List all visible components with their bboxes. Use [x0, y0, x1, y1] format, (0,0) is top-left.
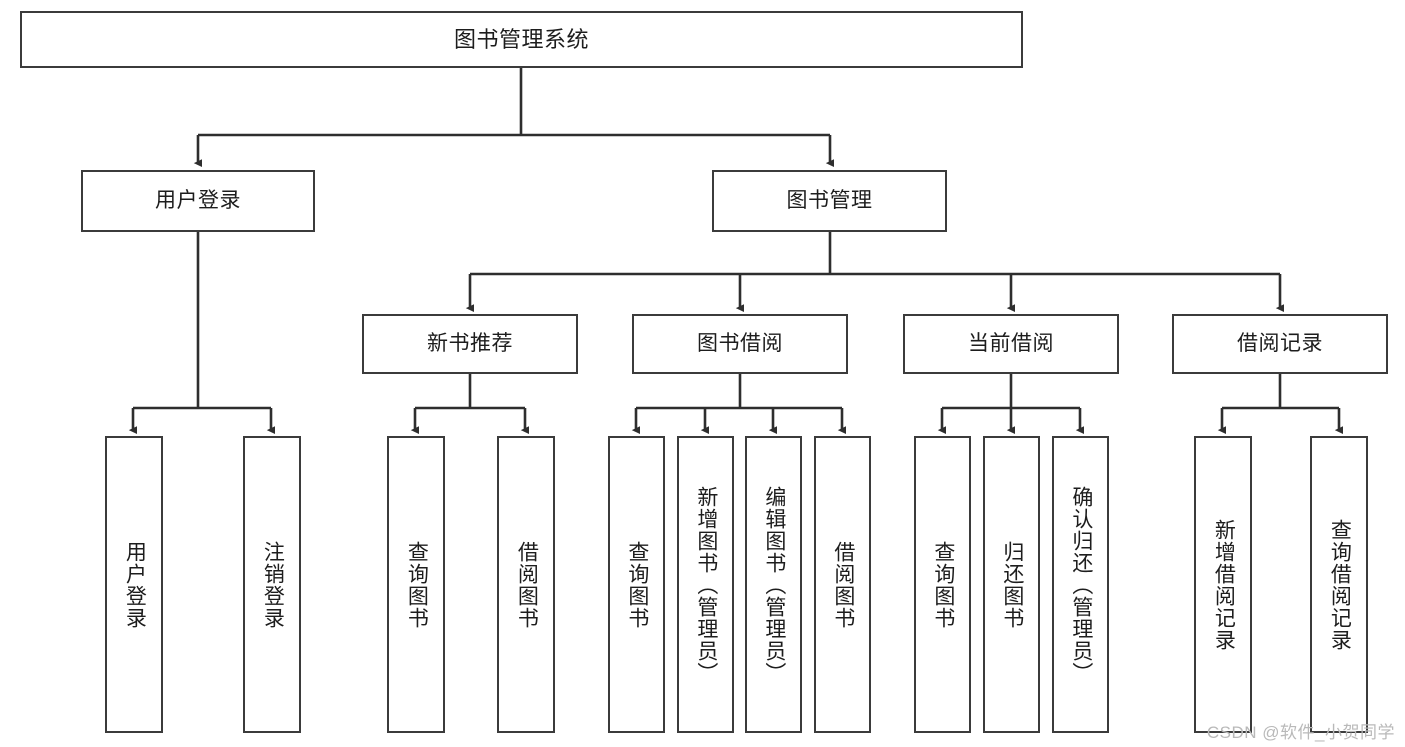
leaf-logout[interactable]: 注销登录 [243, 436, 301, 733]
leaf-add-borrow-record[interactable]: 新增借阅记录 [1194, 436, 1252, 733]
leaf-query-book-borrow[interactable]: 查询图书 [608, 436, 665, 733]
node-label: 借阅图书 [515, 540, 539, 629]
leaf-confirm-return-admin[interactable]: 确认归还（管理员） [1052, 436, 1109, 733]
node-borrow-record[interactable]: 借阅记录 [1172, 314, 1388, 374]
leaf-add-book-admin[interactable]: 新增图书（管理员） [677, 436, 734, 733]
leaf-query-borrow-record[interactable]: 查询借阅记录 [1310, 436, 1368, 733]
leaf-edit-book-admin[interactable]: 编辑图书（管理员） [745, 436, 802, 733]
node-label: 新书推荐 [427, 331, 513, 355]
leaf-return-book[interactable]: 归还图书 [983, 436, 1040, 733]
node-label: 图书管理 [786, 188, 873, 212]
node-label: 编辑图书（管理员） [762, 485, 786, 684]
node-label: 新增图书（管理员） [694, 485, 718, 684]
node-book-borrow[interactable]: 图书借阅 [632, 314, 848, 374]
node-label: 查询借阅记录 [1328, 518, 1352, 651]
leaf-query-book-recommend[interactable]: 查询图书 [387, 436, 445, 733]
node-label: 借阅图书 [831, 540, 855, 629]
node-root-system[interactable]: 图书管理系统 [20, 11, 1023, 68]
node-label: 用户登录 [123, 540, 147, 629]
node-user-login[interactable]: 用户登录 [81, 170, 315, 232]
node-label: 图书借阅 [697, 331, 783, 355]
node-label: 查询图书 [625, 540, 649, 629]
node-label: 新增借阅记录 [1212, 518, 1236, 651]
leaf-borrow-book[interactable]: 借阅图书 [814, 436, 871, 733]
node-new-book-recommend[interactable]: 新书推荐 [362, 314, 578, 374]
leaf-user-login[interactable]: 用户登录 [105, 436, 163, 733]
node-label: 查询图书 [405, 540, 429, 629]
node-book-management[interactable]: 图书管理 [712, 170, 947, 232]
node-label: 注销登录 [261, 540, 285, 629]
node-label: 用户登录 [155, 188, 241, 212]
node-label: 当前借阅 [968, 331, 1054, 355]
node-label: 归还图书 [1000, 540, 1024, 629]
leaf-borrow-book-recommend[interactable]: 借阅图书 [497, 436, 555, 733]
leaf-query-book-current[interactable]: 查询图书 [914, 436, 971, 733]
node-label: 确认归还（管理员） [1069, 485, 1093, 684]
node-label: 查询图书 [931, 540, 955, 629]
node-label: 借阅记录 [1237, 331, 1323, 355]
node-current-borrow[interactable]: 当前借阅 [903, 314, 1119, 374]
node-label: 图书管理系统 [453, 26, 589, 52]
csdn-watermark: CSDN @软件_小贺同学 [1206, 723, 1395, 742]
